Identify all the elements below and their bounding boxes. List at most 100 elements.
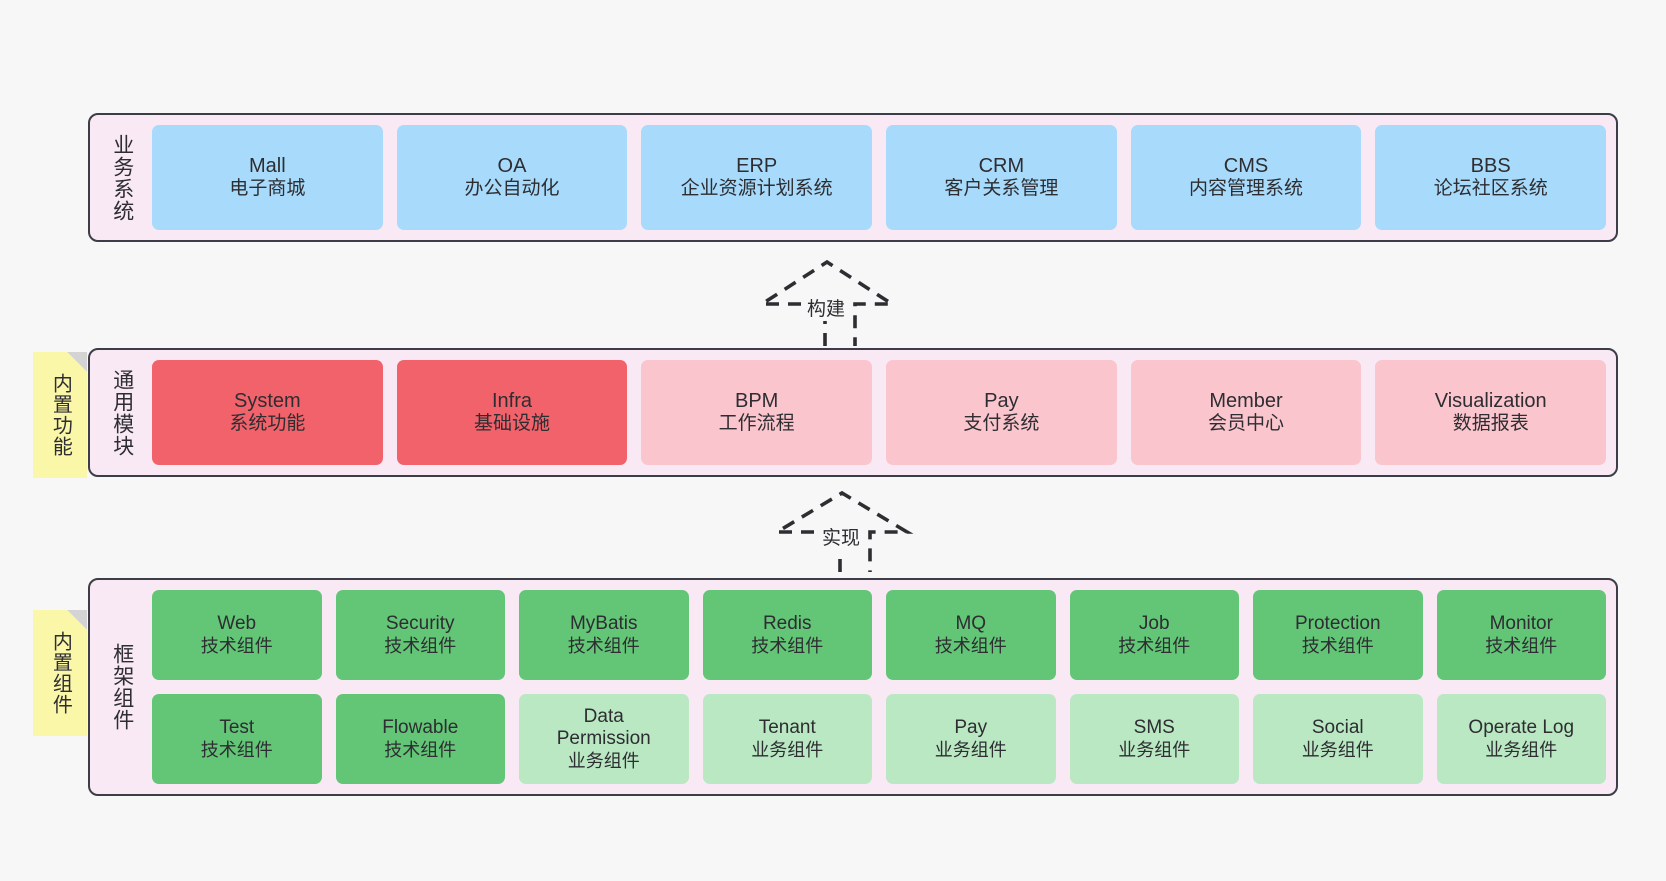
- card-visualization[interactable]: Visualization 数据报表: [1375, 360, 1607, 465]
- card-protection[interactable]: Protection 技术组件: [1253, 590, 1423, 680]
- connector-build-arrow-icon: [755, 259, 899, 346]
- card-mq-desc: 技术组件: [934, 635, 1007, 656]
- card-member-desc: 会员中心: [1208, 413, 1285, 435]
- card-security-desc: 技术组件: [384, 635, 457, 656]
- card-bbs-desc: 论坛社区系统: [1433, 178, 1548, 200]
- card-protection-title: Protection: [1294, 613, 1381, 635]
- card-visualization-title: Visualization: [1434, 389, 1547, 412]
- card-test-title: Test: [219, 717, 255, 739]
- card-mq[interactable]: MQ 技术组件: [886, 590, 1056, 680]
- card-web-title: Web: [217, 613, 257, 635]
- layer-framework-components-body: Web 技术组件 Security 技术组件 MyBatis 技术组件 Redi…: [144, 590, 1606, 784]
- card-oa-desc: 办公自动化: [464, 178, 560, 200]
- card-pay-module-title: Pay: [984, 389, 1019, 412]
- card-system[interactable]: System 系统功能: [152, 360, 383, 465]
- connector-implement: 实现: [770, 490, 920, 572]
- card-system-title: System: [233, 389, 301, 412]
- card-erp[interactable]: ERP 企业资源计划系统: [641, 125, 873, 230]
- card-mall-desc: 电子商城: [229, 178, 306, 200]
- card-pay-component[interactable]: Pay 业务组件: [886, 694, 1056, 784]
- card-pay-component-title: Pay: [954, 717, 988, 739]
- note-builtin-features-text: 内置功能: [49, 373, 72, 457]
- card-redis-title: Redis: [762, 613, 812, 635]
- card-mq-title: MQ: [955, 613, 987, 635]
- card-security[interactable]: Security 技术组件: [335, 590, 505, 680]
- card-data-permission[interactable]: Data Permission 业务组件: [519, 694, 689, 784]
- card-web[interactable]: Web 技术组件: [152, 590, 322, 680]
- card-member[interactable]: Member 会员中心: [1130, 360, 1362, 465]
- layer-common-modules-body: System 系统功能 Infra 基础设施 BPM 工作流程 Pay 支付系统…: [144, 360, 1607, 465]
- card-monitor[interactable]: Monitor 技术组件: [1436, 590, 1606, 680]
- card-redis[interactable]: Redis 技术组件: [702, 590, 872, 680]
- card-bpm-desc: 工作流程: [718, 413, 795, 435]
- card-job-title: Job: [1138, 613, 1170, 635]
- card-test[interactable]: Test 技术组件: [152, 694, 322, 784]
- connector-implement-arrow-icon: [770, 490, 914, 572]
- connector-build-label: 构建: [805, 294, 848, 321]
- card-job[interactable]: Job 技术组件: [1069, 590, 1239, 680]
- layer-common-modules-label: 通用模块: [110, 368, 134, 457]
- card-tenant[interactable]: Tenant 业务组件: [702, 694, 872, 784]
- card-social-title: Social: [1311, 717, 1364, 739]
- card-operate-log[interactable]: Operate Log 业务组件: [1436, 694, 1606, 784]
- card-visualization-desc: 数据报表: [1452, 413, 1529, 435]
- card-pay-module[interactable]: Pay 支付系统: [886, 360, 1117, 465]
- card-cms[interactable]: CMS 内容管理系统: [1130, 125, 1362, 230]
- card-mall-title: Mall: [249, 154, 286, 177]
- card-sms-title: SMS: [1133, 717, 1175, 739]
- layer-framework-components-label: 框架组件: [110, 643, 134, 731]
- note-builtin-components: 内置组件: [33, 610, 87, 736]
- card-mybatis[interactable]: MyBatis 技术组件: [519, 590, 689, 680]
- card-security-title: Security: [385, 613, 455, 635]
- card-infra-desc: 基础设施: [474, 413, 551, 435]
- card-mall[interactable]: Mall 电子商城: [152, 125, 383, 230]
- card-mybatis-desc: 技术组件: [567, 635, 640, 656]
- card-oa[interactable]: OA 办公自动化: [396, 125, 628, 230]
- layer-business-systems: 业务系统 Mall 电子商城 OA 办公自动化 ERP 企业资源计划系统 CRM…: [88, 113, 1618, 242]
- card-flowable[interactable]: Flowable 技术组件: [335, 694, 505, 784]
- card-system-desc: 系统功能: [229, 413, 306, 435]
- card-flowable-desc: 技术组件: [384, 739, 457, 760]
- card-bbs-title: BBS: [1470, 154, 1511, 177]
- card-cms-title: CMS: [1223, 154, 1269, 177]
- card-tenant-desc: 业务组件: [751, 739, 824, 760]
- layer-framework-components: 框架组件 Web 技术组件 Security 技术组件 MyBatis 技术组件…: [88, 578, 1618, 796]
- card-job-desc: 技术组件: [1118, 635, 1191, 656]
- card-infra[interactable]: Infra 基础设施: [396, 360, 628, 465]
- card-erp-title: ERP: [736, 154, 778, 177]
- card-monitor-title: Monitor: [1489, 613, 1553, 635]
- framework-tech-row: Web 技术组件 Security 技术组件 MyBatis 技术组件 Redi…: [152, 590, 1606, 680]
- card-redis-desc: 技术组件: [751, 635, 824, 656]
- card-oa-title: OA: [497, 154, 527, 177]
- card-operate-log-title: Operate Log: [1468, 717, 1575, 739]
- card-cms-desc: 内容管理系统: [1189, 178, 1304, 200]
- card-sms-desc: 业务组件: [1118, 739, 1191, 760]
- card-social[interactable]: Social 业务组件: [1253, 694, 1423, 784]
- card-member-title: Member: [1209, 389, 1283, 412]
- layer-business-systems-label: 业务系统: [110, 133, 134, 222]
- note-builtin-components-text: 内置组件: [49, 631, 72, 715]
- card-protection-desc: 技术组件: [1301, 635, 1374, 656]
- card-crm-desc: 客户关系管理: [944, 178, 1059, 200]
- card-operate-log-desc: 业务组件: [1485, 739, 1558, 760]
- connector-implement-label: 实现: [820, 523, 863, 550]
- card-monitor-desc: 技术组件: [1485, 635, 1558, 656]
- card-erp-desc: 企业资源计划系统: [680, 178, 833, 200]
- connector-build: 构建: [755, 258, 905, 346]
- card-flowable-title: Flowable: [382, 717, 459, 739]
- layer-common-modules: 通用模块 System 系统功能 Infra 基础设施 BPM 工作流程 Pay…: [88, 348, 1618, 477]
- card-data-permission-title: Data Permission: [556, 705, 651, 750]
- card-bpm[interactable]: BPM 工作流程: [641, 360, 873, 465]
- card-crm[interactable]: CRM 客户关系管理: [886, 125, 1117, 230]
- card-bpm-title: BPM: [735, 389, 779, 412]
- framework-business-row: Test 技术组件 Flowable 技术组件 Data Permission …: [152, 694, 1606, 784]
- layer-business-systems-body: Mall 电子商城 OA 办公自动化 ERP 企业资源计划系统 CRM 客户关系…: [144, 125, 1607, 230]
- card-bbs[interactable]: BBS 论坛社区系统: [1375, 125, 1607, 230]
- card-social-desc: 业务组件: [1301, 739, 1374, 760]
- card-tenant-title: Tenant: [758, 717, 816, 739]
- note-builtin-features: 内置功能: [33, 352, 87, 478]
- card-sms[interactable]: SMS 业务组件: [1069, 694, 1239, 784]
- card-test-desc: 技术组件: [200, 739, 273, 760]
- card-data-permission-desc: 业务组件: [567, 750, 640, 771]
